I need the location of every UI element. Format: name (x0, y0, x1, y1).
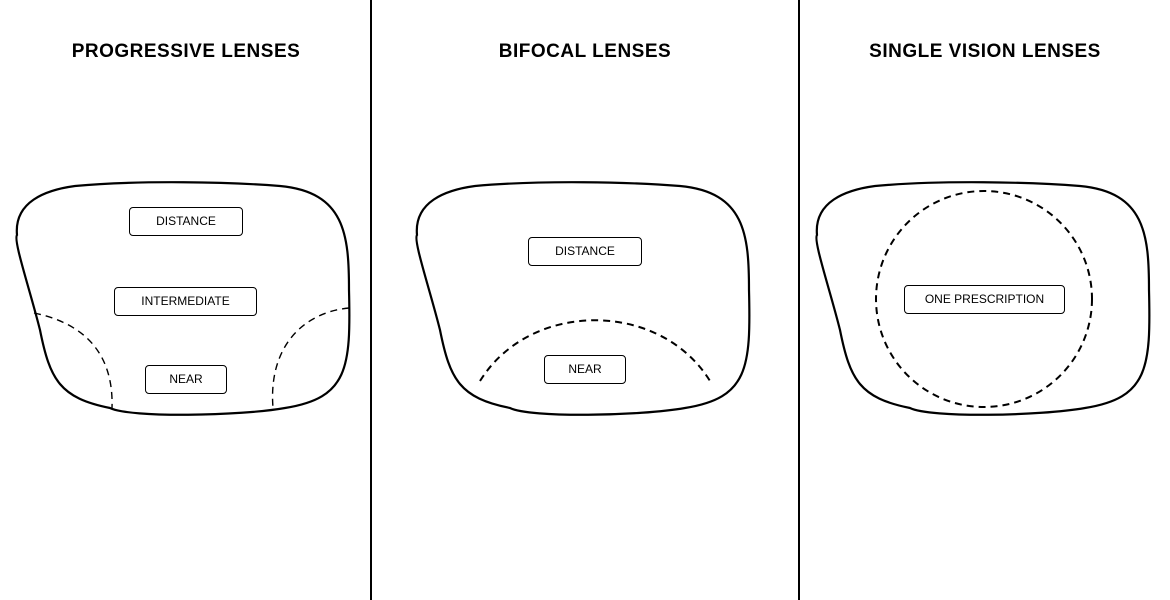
bifocal-lens-outline (415, 181, 751, 416)
progressive-left-peripheral-zone (33, 312, 113, 409)
bifocal-distance-label: DISTANCE (528, 237, 642, 266)
bifocal-near-segment-line (479, 319, 711, 382)
progressive-near-label: NEAR (145, 365, 227, 394)
single-vision-lenses-title: SINGLE VISION LENSES (869, 41, 1101, 62)
progressive-distance-label: DISTANCE (129, 207, 243, 236)
bifocal-lens-graphic (415, 181, 751, 416)
single-vision-lens-outline (815, 181, 1151, 416)
bifocal-lenses-title: BIFOCAL LENSES (498, 41, 672, 62)
panel-divider-right (798, 0, 800, 600)
single-vision-prescription-circle (875, 190, 1093, 408)
panel-divider-left (370, 0, 372, 600)
progressive-right-peripheral-zone (271, 307, 350, 409)
progressive-lens-outline (15, 181, 351, 416)
bifocal-near-label: NEAR (544, 355, 626, 384)
progressive-intermediate-label: INTERMEDIATE (114, 287, 257, 316)
progressive-lenses-title: PROGRESSIVE LENSES (71, 41, 301, 62)
single-vision-prescription-label: ONE PRESCRIPTION (904, 285, 1065, 314)
single-vision-lens-graphic (815, 181, 1151, 416)
progressive-lens-graphic (15, 181, 351, 416)
